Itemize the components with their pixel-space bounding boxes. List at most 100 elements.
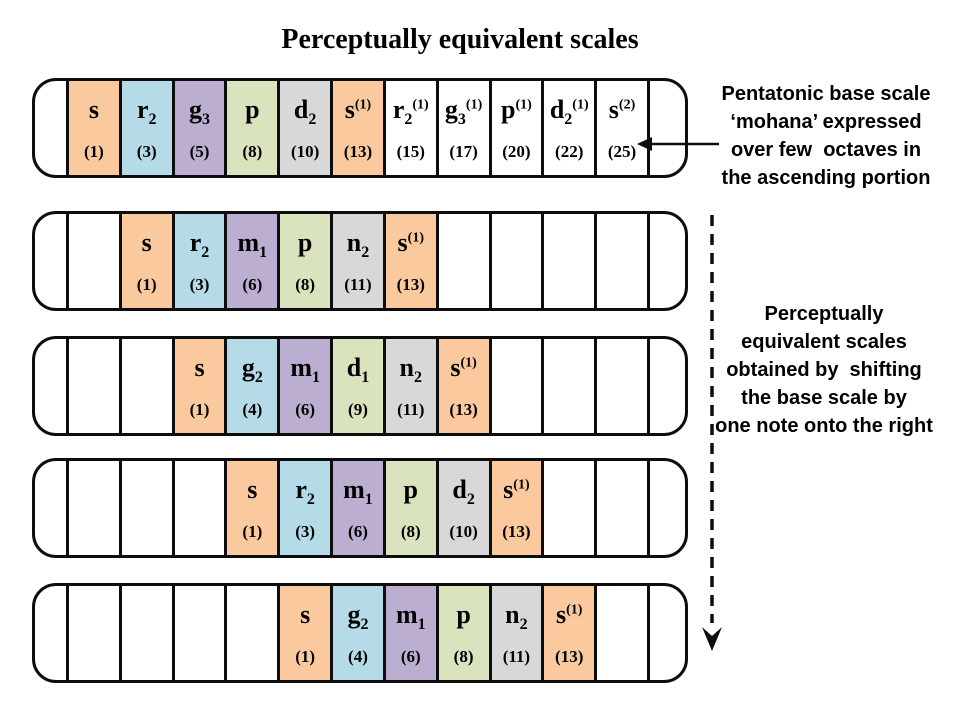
empty-cell xyxy=(171,586,225,680)
note-number: (10) xyxy=(449,521,478,541)
note-cell-d2: d2(1) (22) xyxy=(541,81,595,175)
empty-cell xyxy=(488,339,542,433)
note-label: s xyxy=(247,474,258,504)
note-cell-m1: m1(6) xyxy=(277,339,331,433)
note-number: (13) xyxy=(449,399,478,419)
note-label: s xyxy=(88,94,99,124)
note-number: (1) xyxy=(189,399,210,419)
note-number: (5) xyxy=(189,141,210,161)
empty-cell xyxy=(594,461,647,555)
empty-cell xyxy=(541,461,594,555)
note-cell-m1: m1 (6) xyxy=(382,586,436,680)
note-label: r2 xyxy=(136,94,157,128)
note-cell-s: s(2)(25) xyxy=(594,81,647,175)
note-number: (25) xyxy=(607,141,637,161)
note-number: (10) xyxy=(290,141,320,161)
note-cell-s: s(1) (13) xyxy=(382,214,436,308)
empty-cell xyxy=(66,586,119,680)
note-number: (9) xyxy=(348,399,368,419)
empty-cell xyxy=(66,461,119,555)
note-cell-s: s (1) xyxy=(66,81,119,175)
empty-cell xyxy=(35,586,66,680)
note-number: (13) xyxy=(396,274,425,294)
note-number: (8) xyxy=(453,646,474,666)
note-number: (4) xyxy=(242,399,263,419)
note-cell-s: s(1) xyxy=(118,214,172,308)
note-number: (3) xyxy=(189,274,210,294)
note-cell-s: s (1) xyxy=(224,461,278,555)
note-label: d1 xyxy=(346,352,370,386)
note-cell-p: p(1)(20) xyxy=(488,81,542,175)
scale-row-5: s(1)g2(4)m1(6)p(8)n2(11)s(1)(13) xyxy=(32,583,688,683)
note-number: (8) xyxy=(242,141,263,161)
note-cell-g3: g3 (5) xyxy=(171,81,225,175)
note-label: p(1) xyxy=(501,94,532,124)
note-cell-p: p (8) xyxy=(435,586,489,680)
empty-cell xyxy=(66,214,119,308)
note-label: r2(1) xyxy=(392,94,429,128)
note-label: s xyxy=(194,352,205,382)
note-label: g3 xyxy=(189,94,211,128)
empty-cell xyxy=(646,586,685,680)
note-cell-p: p(8) xyxy=(382,461,436,555)
empty-cell xyxy=(541,339,594,433)
note-label: s(1) xyxy=(503,474,530,504)
note-number: (6) xyxy=(400,646,421,666)
empty-cell xyxy=(118,461,172,555)
note-cell-r2: r2(1) (15) xyxy=(382,81,436,175)
empty-cell xyxy=(646,339,685,433)
note-number: (13) xyxy=(502,521,531,541)
note-cell-n2: n2(11) xyxy=(488,586,542,680)
note-cell-g3: g3(1)(17) xyxy=(435,81,489,175)
empty-cell xyxy=(646,81,685,175)
note-cell-p: p(8) xyxy=(224,81,278,175)
note-label: d2(1) xyxy=(549,94,589,128)
empty-cell xyxy=(66,339,119,433)
note-label: n2 xyxy=(346,227,370,261)
note-cell-m1: m1(6) xyxy=(330,461,383,555)
note-number: (6) xyxy=(348,521,368,541)
note-number: (8) xyxy=(295,274,316,294)
empty-cell xyxy=(594,339,647,433)
note-label: p xyxy=(456,599,471,629)
note-label: p xyxy=(403,474,419,504)
note-cell-s: s(1) (13) xyxy=(488,461,542,555)
note-number: (11) xyxy=(502,646,531,666)
empty-cell xyxy=(35,214,66,308)
empty-cell xyxy=(594,214,647,308)
scale-row-4: s(1)r2(3)m1(6)p(8)d2(10)s(1)(13) xyxy=(32,458,688,558)
annotation-shifted-scales: Perceptually equivalent scales obtained … xyxy=(715,303,933,437)
note-label: s(1) xyxy=(555,599,583,629)
note-number: (11) xyxy=(397,399,425,419)
note-label: s(1) xyxy=(397,227,424,257)
empty-cell xyxy=(224,586,277,680)
empty-cell xyxy=(171,461,225,555)
note-label: p xyxy=(297,227,313,257)
scales-diagram: s(1)r2(3)g3(5)p(8)d2(10)s(1)(13)r2(1)(15… xyxy=(32,78,688,688)
note-number: (15) xyxy=(396,141,425,161)
note-number: (1) xyxy=(295,646,316,666)
note-label: s xyxy=(300,599,311,629)
note-cell-g2: g2 (4) xyxy=(330,586,383,680)
note-number: (13) xyxy=(555,646,584,666)
note-number: (4) xyxy=(348,646,368,666)
note-label: m1 xyxy=(395,599,426,633)
diagram-title: Perceptually equivalent scales xyxy=(281,24,639,55)
note-cell-s: s (1) xyxy=(171,339,225,433)
empty-cell xyxy=(35,81,66,175)
note-label: g2 xyxy=(241,352,263,386)
empty-cell xyxy=(435,214,489,308)
empty-cell xyxy=(646,461,685,555)
annotation-base-scale: Pentatonic base scale ‘mohana’ expressed… xyxy=(721,83,931,189)
empty-cell xyxy=(35,461,66,555)
note-number: (22) xyxy=(555,141,584,161)
note-label: g2 xyxy=(347,599,369,633)
note-number: (13) xyxy=(343,141,373,161)
note-number: (1) xyxy=(83,141,104,161)
note-number: (6) xyxy=(295,399,316,419)
note-cell-r2: r2(3) xyxy=(171,214,225,308)
note-number: (1) xyxy=(242,521,263,541)
note-label: m1 xyxy=(237,227,268,261)
note-number: (6) xyxy=(242,274,263,294)
